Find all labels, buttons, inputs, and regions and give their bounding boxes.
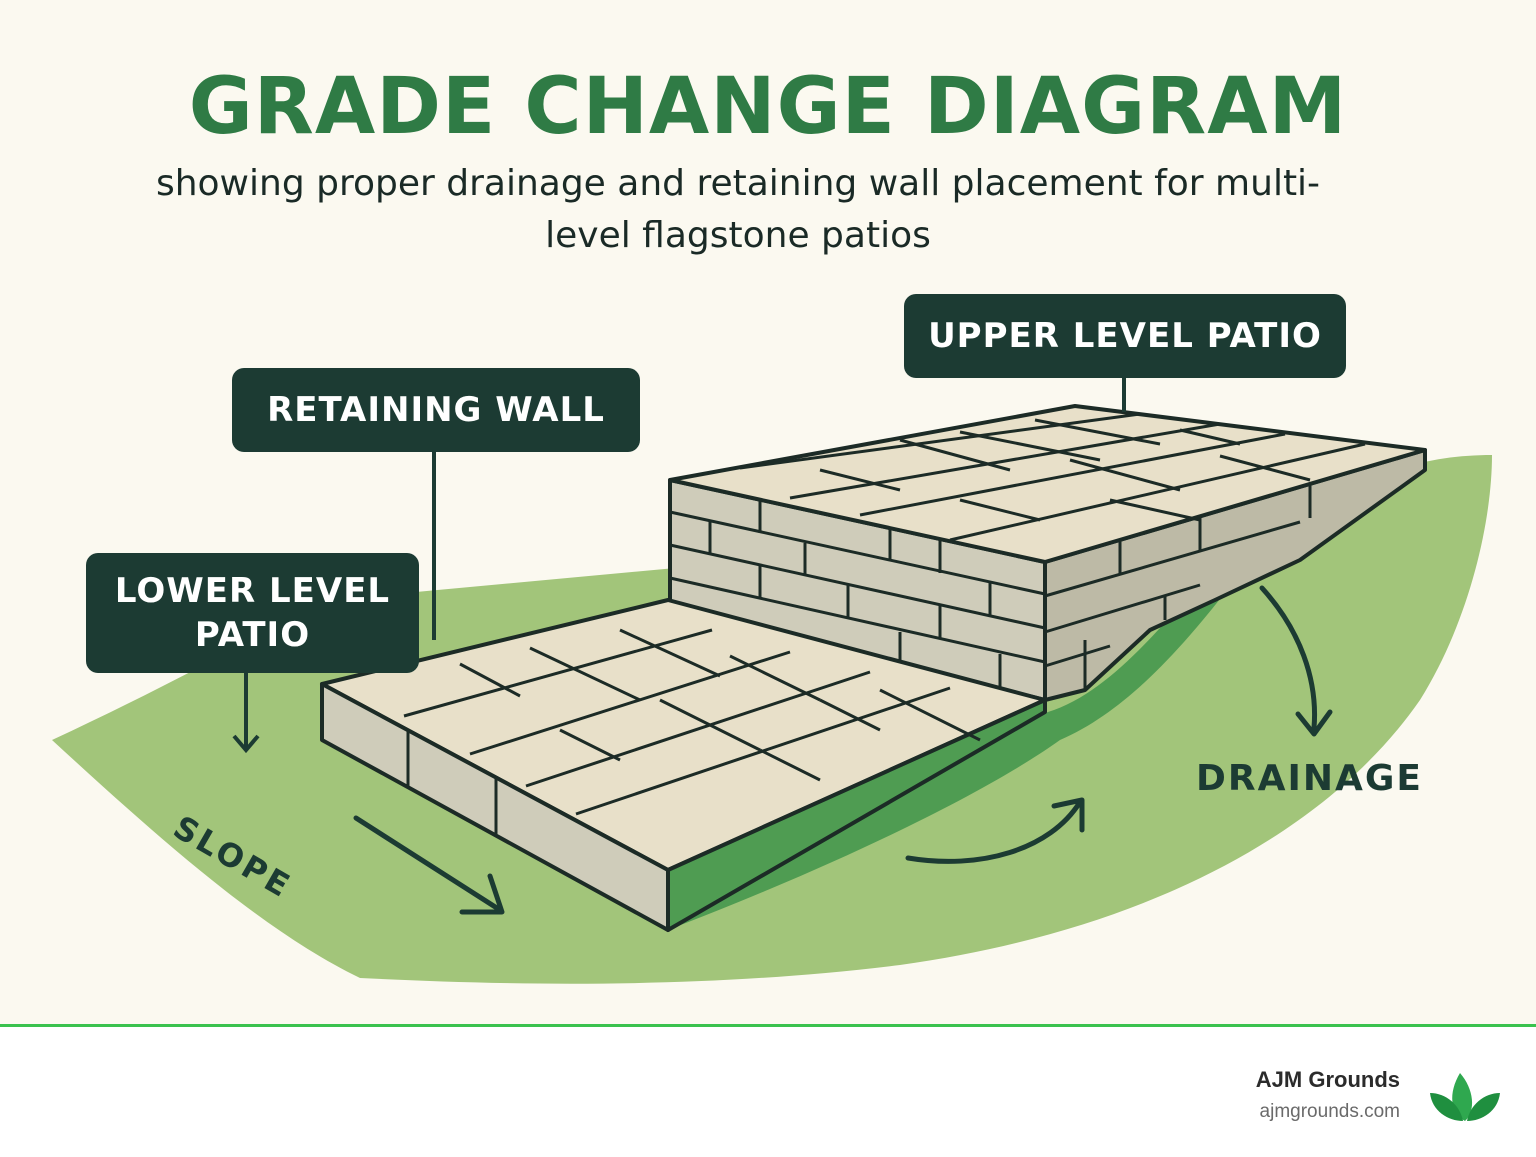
slope-arrow-icon [353,815,505,915]
leader-lines [232,378,1126,754]
grade-change-illustration [52,378,1492,984]
drainage-arrow-icon [905,585,1333,864]
brand-url: ajmgrounds.com [1259,1101,1400,1122]
upper-patio-surface [668,404,1427,564]
lower-patio [320,598,1047,932]
lower-level-patio-label: LOWER LEVEL PATIO [86,553,419,673]
upper-level-patio-label: UPPER LEVEL PATIO [904,294,1346,378]
retaining-wall-label: RETAINING WALL [232,368,640,452]
diagram-subtitle: showing proper drainage and retaining wa… [155,163,1321,256]
leaf-logo-icon [1430,1073,1500,1121]
footer: AJM Grounds ajmgrounds.com [0,1024,1536,1157]
drainage-label: DRAINAGE [1196,758,1423,799]
diagram-title: GRADE CHANGE DIAGRAM [188,62,1348,152]
brand-name: AJM Grounds [1255,1067,1400,1092]
